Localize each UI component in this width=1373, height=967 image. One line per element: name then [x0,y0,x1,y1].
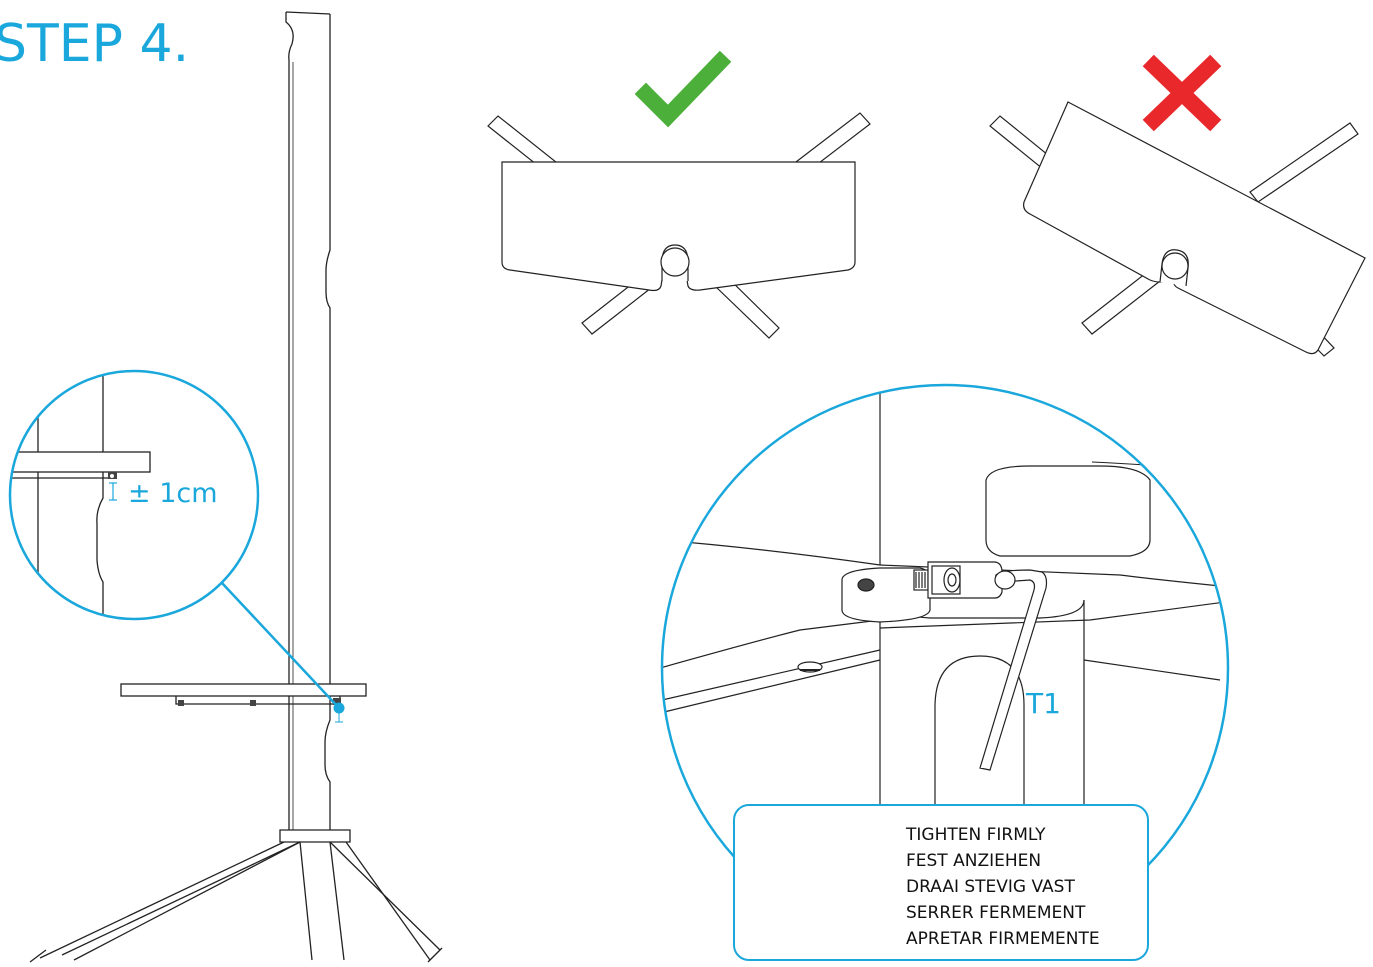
warning-text: TIGHTEN FIRMLY FEST ANZIEHEN DRAAI STEVI… [906,822,1100,952]
warning-line-fr: SERRER FERMEMENT [906,903,1086,923]
warning-line-de: FEST ANZIEHEN [906,851,1042,871]
check-mark-icon [634,50,732,128]
correct-orientation-illustration [487,112,871,339]
step-title: STEP 4. [0,14,190,74]
warning-line-en: TIGHTEN FIRMLY [906,825,1046,845]
stand-column [285,11,331,830]
incorrect-orientation-illustration [989,101,1366,357]
cross-mark-icon [1142,54,1222,132]
warning-box [733,804,1149,961]
tripod-base [29,829,443,963]
detail-magnifier-spacing [8,369,340,709]
warning-line-nl: DRAAI STEVIG VAST [906,877,1075,897]
tool-label: T1 [1026,687,1061,720]
distance-label: ± 1cm [128,478,218,509]
shelf-plate [120,683,367,706]
warning-line-es: APRETAR FIRMEMENTE [906,929,1100,949]
